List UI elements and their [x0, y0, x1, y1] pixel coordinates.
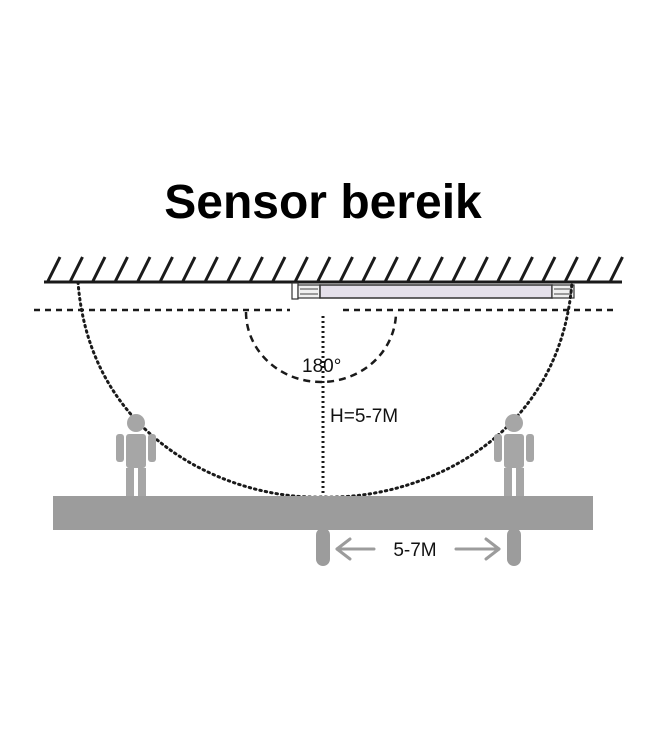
- angle-arc: [244, 311, 398, 384]
- ceiling: [44, 256, 624, 284]
- hatch-mark: [226, 256, 242, 282]
- hatch-mark: [586, 256, 602, 282]
- hatch-mark: [429, 256, 444, 282]
- hatch-mark: [69, 256, 84, 282]
- tube-lamp: [291, 282, 575, 300]
- hatch-mark: [406, 256, 422, 282]
- person-icon: [116, 414, 156, 497]
- hatch-mark: [294, 256, 309, 282]
- hatch-mark: [136, 256, 152, 282]
- hatch-mark: [451, 256, 467, 282]
- hatch-mark: [609, 256, 624, 282]
- hatch-mark: [541, 256, 557, 282]
- hatch-mark: [181, 256, 197, 282]
- hatch-mark: [249, 256, 264, 282]
- person-icon: [494, 414, 534, 497]
- hatch-mark: [474, 256, 489, 282]
- hatch-mark: [114, 256, 129, 282]
- hatch-mark: [519, 256, 534, 282]
- distance-label: 5-7M: [393, 540, 436, 561]
- diagram-title: Sensor bereik: [164, 176, 482, 229]
- hatch-mark: [271, 256, 287, 282]
- detection-range-arc: [76, 280, 574, 499]
- hatch-mark: [339, 256, 354, 282]
- hatch-mark: [91, 256, 107, 282]
- hatch-mark: [46, 256, 62, 282]
- hatch-mark: [159, 256, 174, 282]
- hatch-mark: [384, 256, 399, 282]
- floor: [53, 496, 593, 566]
- angle-label: 180°: [302, 356, 341, 377]
- hatch-mark: [204, 256, 219, 282]
- ceiling-hatch: [46, 256, 624, 282]
- hatch-mark: [496, 256, 512, 282]
- double-arrow-icon: [335, 537, 501, 561]
- hatch-mark: [316, 256, 332, 282]
- height-label: H=5-7M: [330, 406, 398, 427]
- hatch-mark: [361, 256, 377, 282]
- hatch-mark: [564, 256, 579, 282]
